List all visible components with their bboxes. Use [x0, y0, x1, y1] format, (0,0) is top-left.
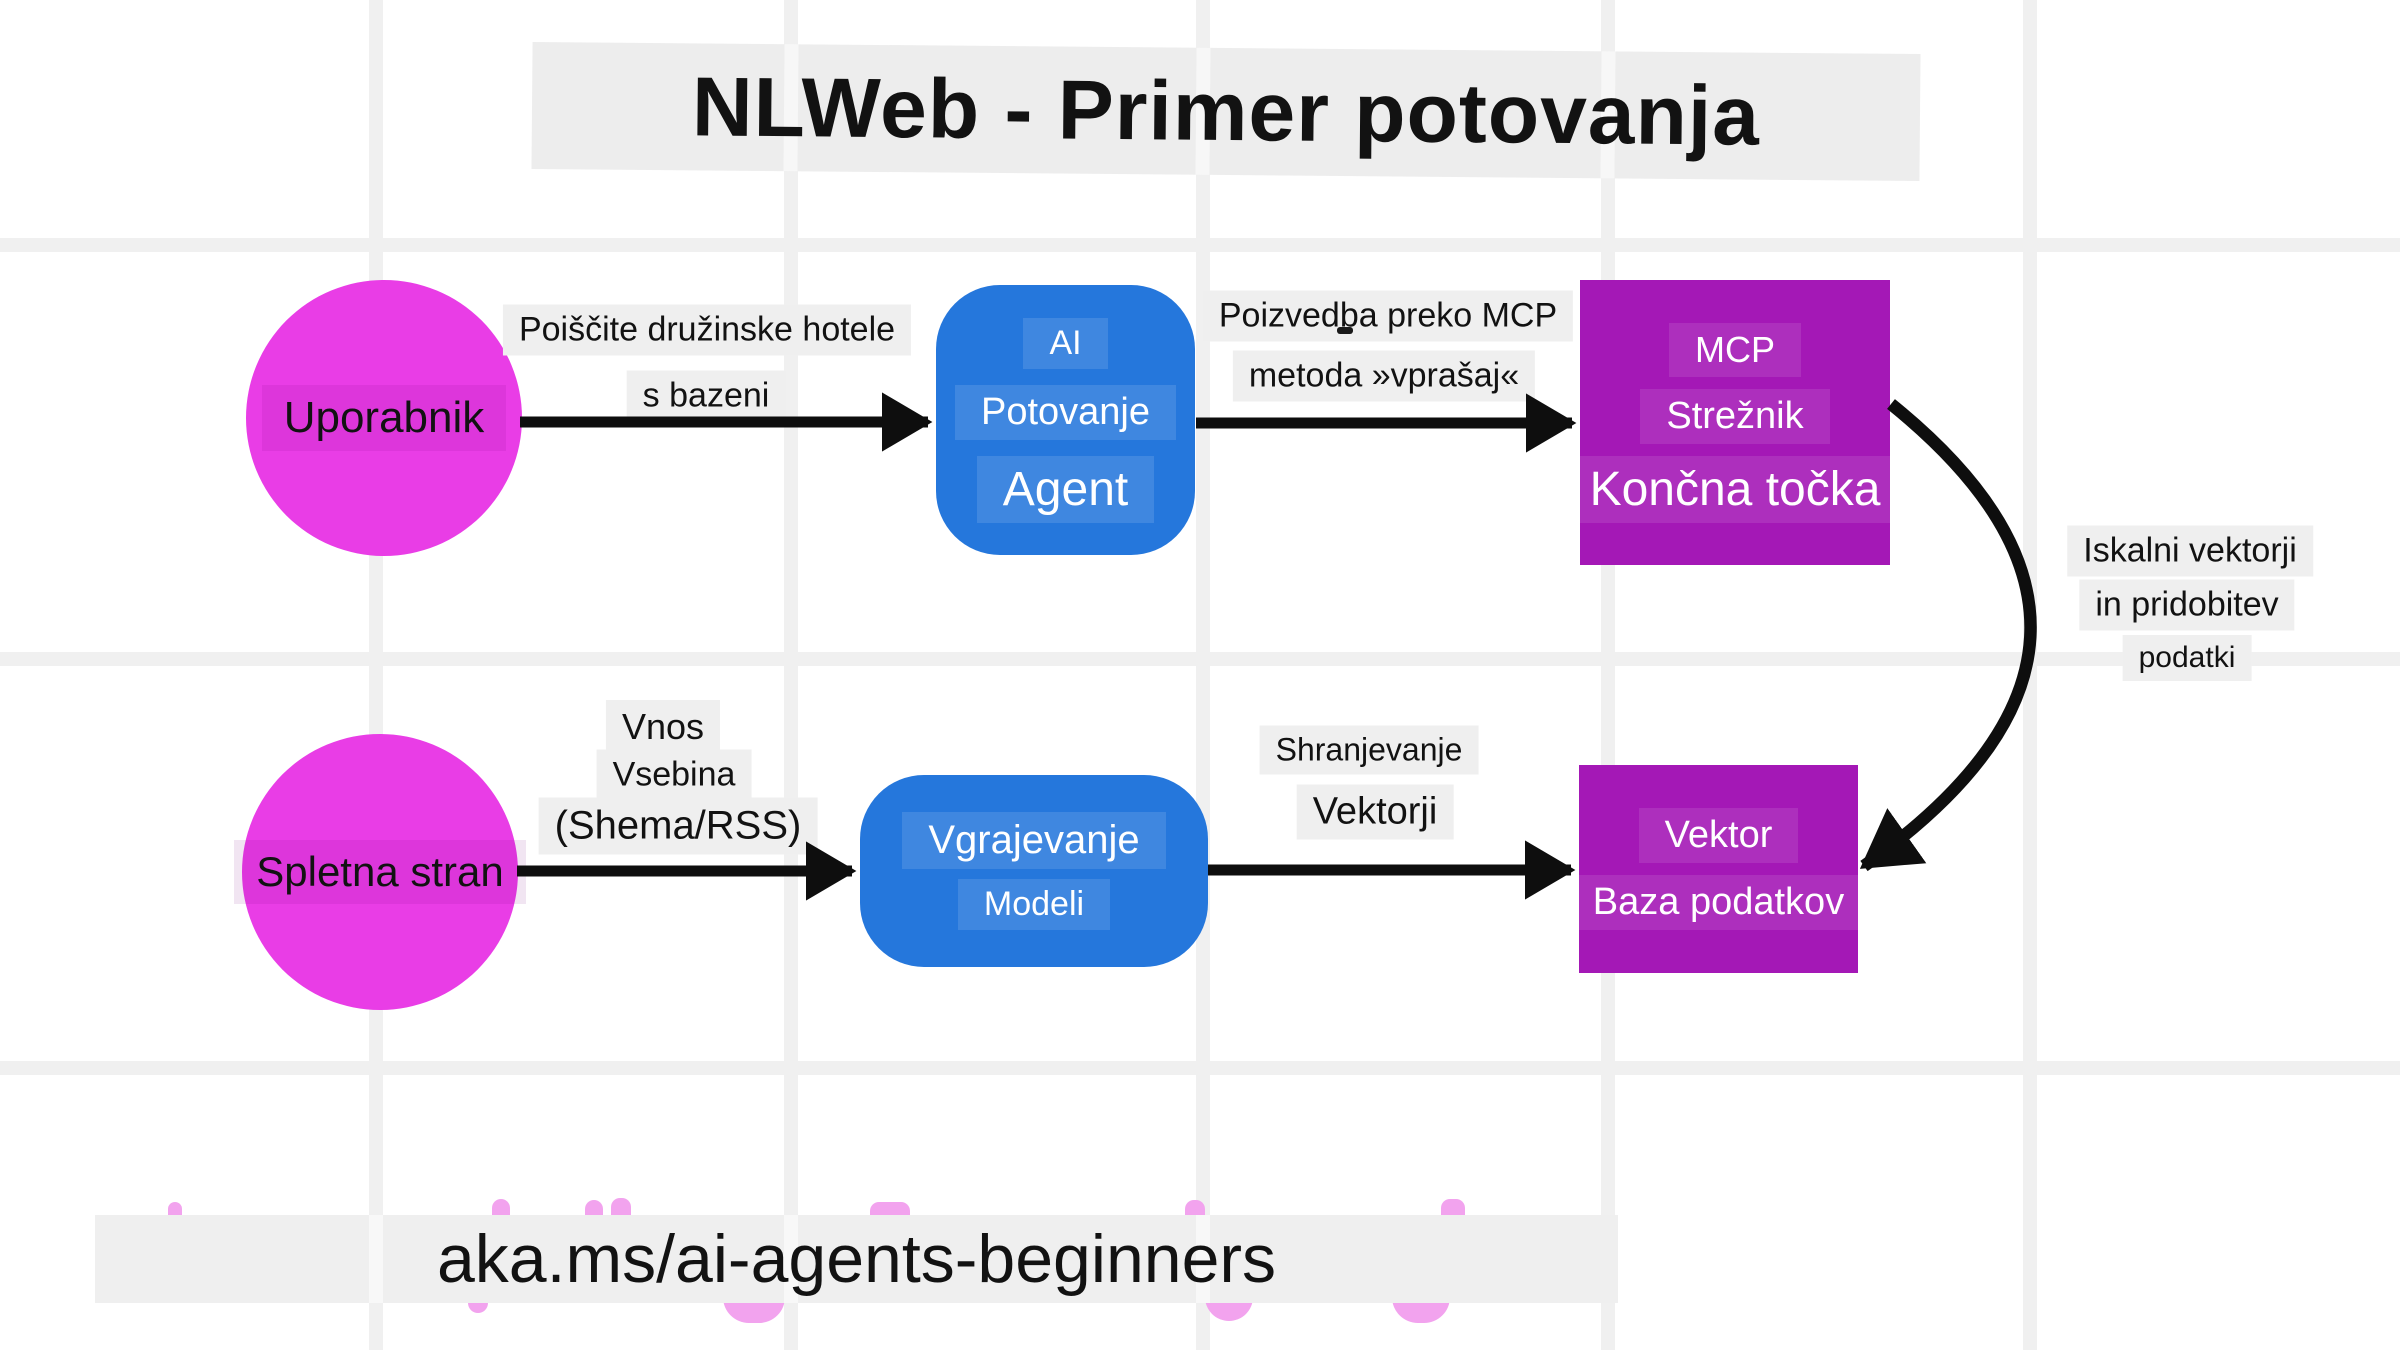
- edge-label-search-vectors-line3: podatki: [2122, 635, 2252, 681]
- node-user-label: Uporabnik: [261, 385, 507, 451]
- node-mcp-server: MCP Strežnik Končna točka: [1563, 280, 1907, 565]
- edge-label-user-query-line1: Poiščite družinske hotele: [502, 304, 912, 356]
- node-vector-database: Vektor Baza podatkov: [1566, 765, 1871, 973]
- grid-line-vertical: [784, 0, 798, 1350]
- edge-label-user-query-line2: s bazeni: [626, 370, 786, 422]
- footer-link-text: aka.ms/ai-agents-beginners: [436, 1221, 1277, 1297]
- edge-label-content-input-line3: (Shema/RSS): [538, 797, 818, 855]
- node-ai-travel-agent-line1: AI: [1023, 317, 1108, 369]
- grid-line-vertical: [2023, 0, 2037, 1350]
- edge-label-search-vectors-line1: Iskalni vektorji: [2067, 525, 2313, 577]
- grid-streak: [369, 1215, 383, 1303]
- node-ai-travel-agent-line3: Agent: [976, 455, 1155, 523]
- edge-label-store-vectors-line1: Shranjevanje: [1259, 725, 1479, 775]
- grid-streak: [1196, 1215, 1210, 1303]
- edge-label-content-input-line1: Vnos: [605, 700, 721, 754]
- edge-label-mcp-query-line2: metoda »vprašaj«: [1232, 350, 1536, 402]
- grid-line-horizontal: [0, 238, 2400, 252]
- node-website-label: Spletna stran: [234, 840, 526, 904]
- grid-line-horizontal: [0, 652, 2400, 666]
- grid-line-vertical: [1601, 0, 1615, 1350]
- node-vector-database-line1: Vektor: [1638, 808, 1799, 863]
- title-banner: NLWeb - Primer potovanja: [531, 41, 1921, 182]
- node-mcp-server-line3: Končna točka: [1563, 455, 1907, 523]
- edge-label-content-input-line2: Vsebina: [596, 749, 752, 801]
- node-ai-travel-agent: AI Potovanje Agent: [936, 285, 1195, 555]
- node-embedding-models-line2: Modeli: [957, 879, 1111, 930]
- node-vector-database-line2: Baza podatkov: [1566, 875, 1871, 930]
- hidden-text-fragment: [1337, 327, 1353, 334]
- node-ai-travel-agent-line2: Potovanje: [954, 384, 1176, 440]
- grid-line-vertical: [1196, 0, 1210, 1350]
- page-title: NLWeb - Primer potovanja: [691, 59, 1761, 163]
- edge-label-search-vectors-line2: in pridobitev: [2079, 579, 2295, 631]
- node-website: Spletna stran: [234, 734, 526, 1010]
- node-embedding-models-line1: Vgrajevanje: [902, 812, 1166, 869]
- grid-line-horizontal: [0, 1061, 2400, 1075]
- node-embedding-models: Vgrajevanje Modeli: [860, 775, 1208, 967]
- edge-label-mcp-query-line1: Poizvedba preko MCP: [1202, 290, 1574, 342]
- footer-banner: aka.ms/ai-agents-beginners: [95, 1215, 1618, 1303]
- node-user: Uporabnik: [246, 280, 522, 556]
- grid-streak: [784, 1215, 798, 1303]
- grid-line-vertical: [369, 0, 383, 1350]
- node-mcp-server-line2: Strežnik: [1640, 388, 1830, 444]
- edge-label-store-vectors-line2: Vektorji: [1296, 784, 1454, 840]
- node-mcp-server-line1: MCP: [1669, 322, 1801, 377]
